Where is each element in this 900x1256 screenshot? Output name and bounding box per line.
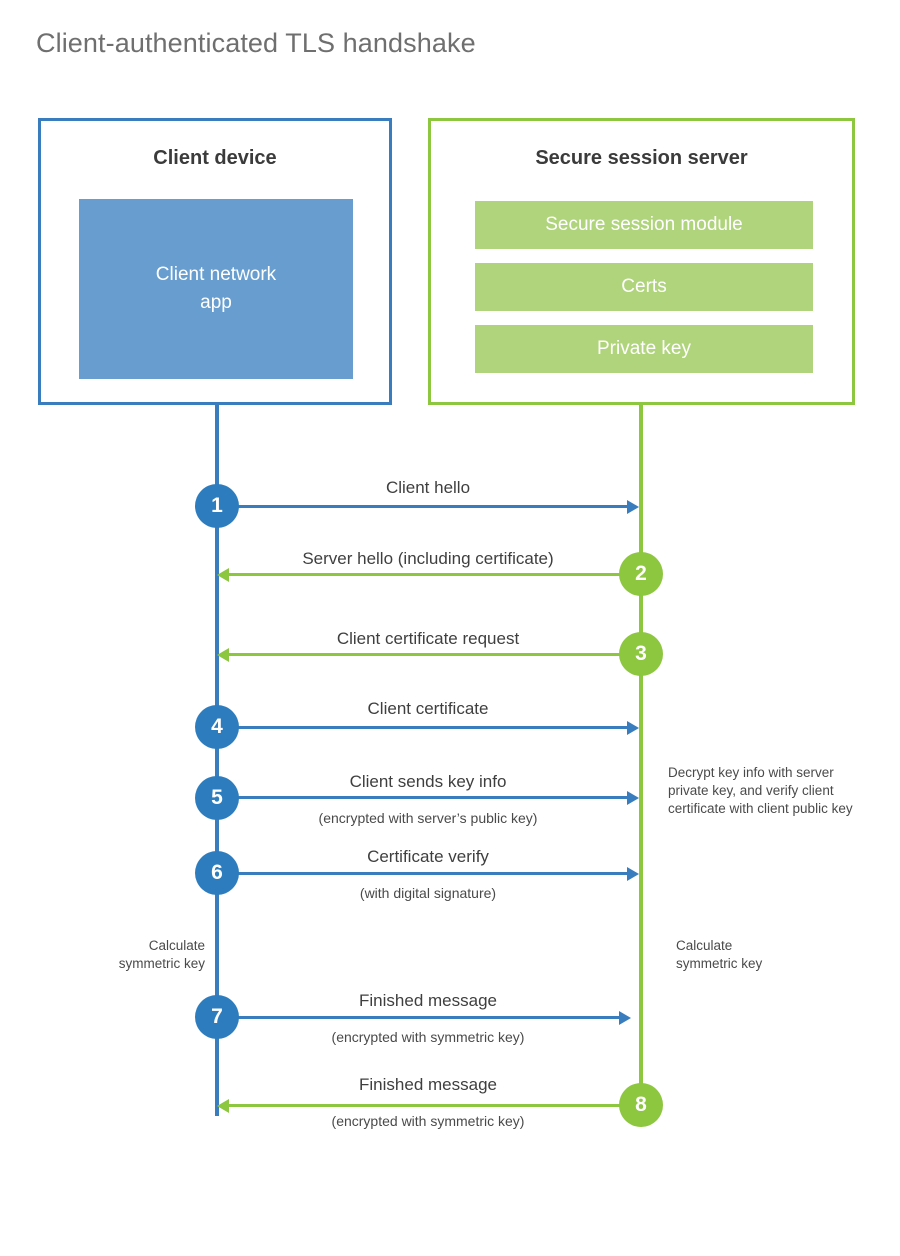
client-device-box: Client device Client network app: [38, 118, 392, 405]
step-4-arrow-head: [627, 720, 639, 735]
step-1-number: 1: [211, 494, 223, 517]
step-4-circle[interactable]: 4: [195, 705, 239, 749]
step-5-sublabel: (encrypted with server’s public key): [318, 810, 538, 826]
page-title: Client-authenticated TLS handshake: [36, 28, 476, 58]
server-component-certs: Certs: [475, 263, 813, 311]
step-1-arrow-head: [627, 499, 639, 514]
step-6-label: Certificate verify: [367, 847, 489, 866]
step-3-circle[interactable]: 3: [619, 632, 663, 676]
step-7-circle[interactable]: 7: [195, 995, 239, 1039]
step-1-label: Client hello: [385, 478, 471, 497]
step-5-circle[interactable]: 5: [195, 776, 239, 820]
step-2-circle[interactable]: 2: [619, 552, 663, 596]
step-4-arrow-line: [217, 726, 627, 729]
client-calculate-symmetric-key-note: Calculate symmetric key: [60, 937, 205, 973]
step-4-number: 4: [211, 715, 223, 738]
server-calculate-note-line1: Calculate: [676, 938, 733, 953]
server-calculate-note-line2: symmetric key: [676, 956, 763, 971]
step-3-number: 3: [635, 642, 647, 665]
step-4-label: Client certificate: [367, 699, 489, 718]
client-network-app-block: Client network app: [79, 199, 353, 379]
client-network-app-label-line1: Client network: [155, 264, 277, 285]
step-6-circle[interactable]: 6: [195, 851, 239, 895]
step-2-arrow-line: [229, 573, 641, 576]
client-calculate-note-line1: Calculate: [148, 938, 205, 953]
server-decrypt-note: Decrypt key info with server private key…: [668, 765, 853, 816]
step-6-arrow-head: [627, 866, 639, 881]
step-8-circle[interactable]: 8: [619, 1083, 663, 1127]
client-device-title: Client device: [153, 147, 277, 169]
step-7-number: 7: [211, 1005, 223, 1028]
server-lifeline: [639, 405, 643, 1105]
step-2-label: Server hello (including certificate): [302, 549, 554, 568]
client-lifeline: [215, 405, 219, 1116]
client-network-app-label-line2: app: [200, 292, 232, 313]
server-component-private-key: Private key: [475, 325, 813, 373]
step-1-circle[interactable]: 1: [195, 484, 239, 528]
secure-session-server-box: Secure session server Secure session mod…: [428, 118, 855, 405]
step-7-arrow-line: [217, 1016, 619, 1019]
server-calculate-symmetric-key-note: Calculate symmetric key: [676, 937, 846, 973]
server-component-secure-session-module: Secure session module: [475, 201, 813, 249]
step-2-number: 2: [635, 562, 647, 585]
step-8-arrow-line: [229, 1104, 641, 1107]
step-8-label: Finished message: [359, 1075, 497, 1094]
step-3-arrow-head: [217, 647, 229, 662]
step-5-number: 5: [211, 786, 223, 809]
step-6-sublabel: (with digital signature): [359, 885, 497, 901]
step-8-sublabel: (encrypted with symmetric key): [331, 1113, 525, 1129]
step-7-label: Finished message: [359, 991, 497, 1010]
step-2-arrow-head: [217, 567, 229, 582]
client-calculate-note-line2: symmetric key: [118, 956, 205, 971]
step-6-number: 6: [211, 861, 223, 884]
step-8-number: 8: [635, 1093, 647, 1116]
step-1-arrow-line: [217, 505, 627, 508]
secure-session-server-title: Secure session server: [535, 147, 748, 169]
step-7-arrow-head: [619, 1010, 631, 1025]
step-6-arrow-line: [217, 872, 627, 875]
step-5-label: Client sends key info: [349, 772, 507, 791]
step-5-arrow-head: [627, 790, 639, 805]
step-3-arrow-line: [229, 653, 641, 656]
step-3-label: Client certificate request: [336, 629, 520, 648]
step-8-arrow-head: [217, 1098, 229, 1113]
step-5-arrow-line: [217, 796, 627, 799]
server-components-list: Secure session module Certs Private key: [475, 201, 813, 373]
step-7-sublabel: (encrypted with symmetric key): [331, 1029, 525, 1045]
